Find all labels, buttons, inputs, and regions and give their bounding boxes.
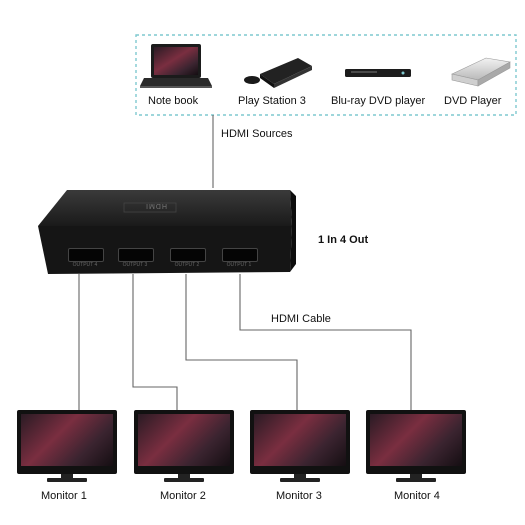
port-label-4: OUTPUT 4 <box>72 262 98 268</box>
monitor-label-3: Monitor 3 <box>276 490 322 502</box>
bluray-player-icon <box>345 69 411 77</box>
source-label-dvd: DVD Player <box>444 95 502 107</box>
monitor-4 <box>366 410 466 482</box>
connector-lines <box>78 115 412 410</box>
monitor-icon <box>250 410 350 474</box>
splitter-brand-text: HDMI <box>145 202 167 209</box>
hdmi-sources-group <box>135 34 517 116</box>
hdmi-cable-label: HDMI Cable <box>271 313 331 325</box>
splitter-mode-label: 1 In 4 Out <box>318 234 369 246</box>
hdmi-splitter: HDMI OUTPUT 4 OUTPUT 3 OUTPUT 2 OUTPUT 1 <box>38 190 296 274</box>
monitor-2 <box>134 410 234 482</box>
port-label-1: OUTPUT 1 <box>226 262 252 268</box>
port-label-3: OUTPUT 3 <box>122 262 148 268</box>
laptop-icon <box>140 44 212 88</box>
monitor-3 <box>250 410 350 482</box>
hdmi-splitter-icon <box>38 190 296 274</box>
monitor-icon <box>366 410 466 474</box>
monitor-1 <box>17 410 117 482</box>
monitor-label-2: Monitor 2 <box>160 490 206 502</box>
source-label-notebook: Note book <box>148 95 199 107</box>
source-label-playstation: Play Station 3 <box>238 95 306 107</box>
monitor-label-4: Monitor 4 <box>394 490 440 502</box>
hdmi-output-port-2 <box>170 248 206 262</box>
hdmi-output-port-3 <box>118 248 154 262</box>
dvd-player-icon <box>451 57 511 87</box>
monitor-icon <box>17 410 117 474</box>
monitor-icon <box>134 410 234 474</box>
hdmi-sources-label: HDMI Sources <box>221 128 293 140</box>
hdmi-output-port-1 <box>222 248 258 262</box>
monitor-label-1: Monitor 1 <box>41 490 87 502</box>
game-console-icon <box>244 58 312 88</box>
source-label-bluray: Blu-ray DVD player <box>331 95 426 107</box>
hdmi-output-port-4 <box>68 248 104 262</box>
port-label-2: OUTPUT 2 <box>174 262 200 268</box>
